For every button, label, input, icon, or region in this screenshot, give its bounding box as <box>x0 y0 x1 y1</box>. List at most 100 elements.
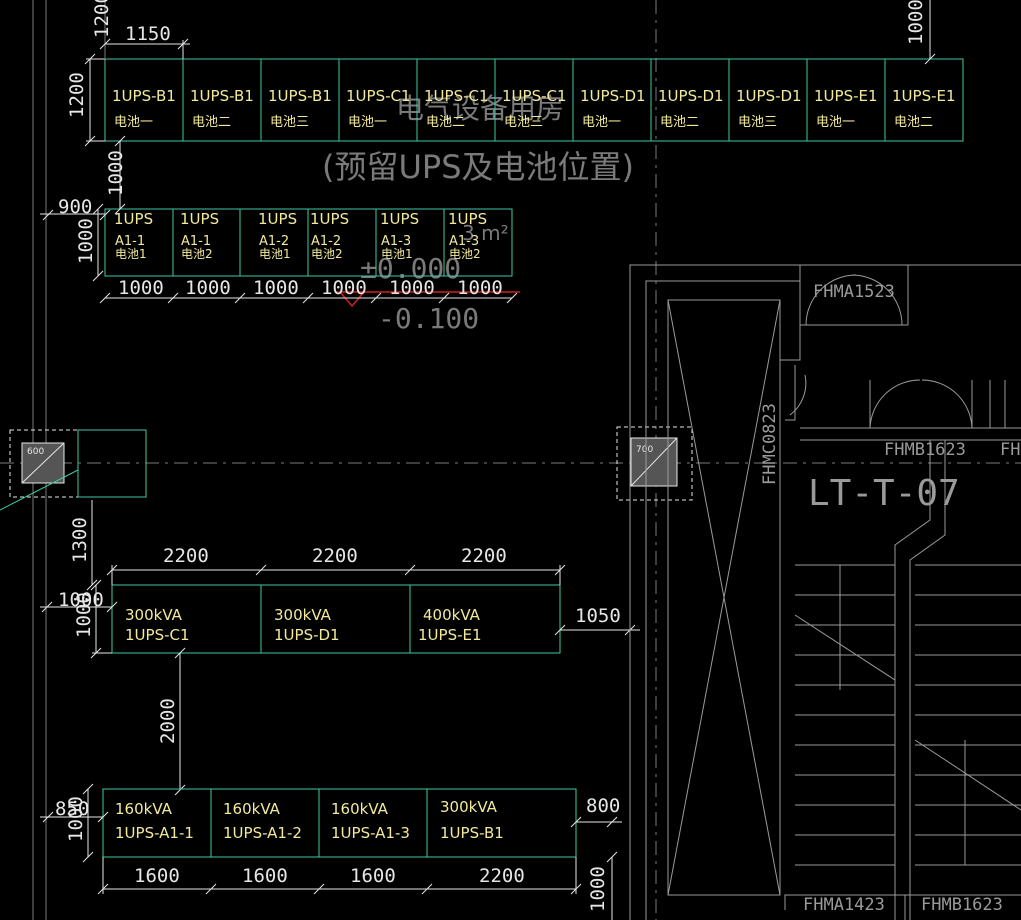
door-label-fhma1523: FHMA1523 <box>813 282 895 302</box>
dim-small-width: 1000 <box>253 277 299 299</box>
ups-row-bottom: 160kVA 1UPS-A1-1 160kVA 1UPS-A1-2 160kVA… <box>40 783 622 920</box>
dim-ups-gap-below: 2000 <box>157 698 179 744</box>
ups-model: 1UPS-A1-2 <box>223 824 302 842</box>
battery-cell-model: 1UPS-E1 <box>892 87 956 105</box>
ups-capacity: 160kVA <box>115 800 173 818</box>
small-cell-l2: A1-3 <box>449 234 479 249</box>
dim-small-height: 1000 <box>75 218 97 264</box>
small-cell-l1: 1UPS <box>180 210 219 228</box>
dim-small-left: 900 <box>58 196 92 218</box>
small-cell-l3: 电池2 <box>449 247 481 261</box>
room-label: 电气设备用房 (预留UPS及电池位置) 3 m² ±0.000 -0.100 <box>322 92 634 335</box>
dim-small-width: 1000 <box>457 277 503 299</box>
elevator-label: LT-T-07 <box>808 473 960 514</box>
ups-capacity: 300kVA <box>440 798 498 816</box>
dim-bottom-width: 2200 <box>479 865 525 887</box>
column-left: 600 <box>0 429 147 511</box>
battery-cell-model: 1UPS-D1 <box>658 87 724 105</box>
level-mark-triangle <box>339 291 365 308</box>
small-cell-l1: 1UPS <box>310 210 349 228</box>
battery-cell-model: 1UPS-B1 <box>190 87 254 105</box>
dim-top-right: 1000 <box>905 0 927 45</box>
ups-model: 1UPS-B1 <box>440 824 504 842</box>
dim-ups-right: 1050 <box>575 605 621 627</box>
battery-row-small: 1UPS A1-1 电池1 1UPS A1-1 电池2 1UPS A1-2 电池… <box>40 135 518 304</box>
dim-ups-gap-above: 1300 <box>69 517 91 563</box>
dim-ups-width: 2200 <box>461 545 507 567</box>
dim-small-width: 1000 <box>185 277 231 299</box>
ups-model: 1UPS-C1 <box>125 626 190 644</box>
door-label-fhma1423: FHMA1423 <box>803 895 885 915</box>
column-right-size: 700 <box>636 445 653 455</box>
ups-model: 1UPS-D1 <box>274 626 340 644</box>
small-cell-l2: A1-1 <box>181 234 211 249</box>
small-cell-l1: 1UPS <box>380 210 419 228</box>
small-cell-l1: 1UPS <box>114 210 153 228</box>
dim-bottom-width: 1600 <box>350 865 396 887</box>
ups-model: 1UPS-E1 <box>418 626 482 644</box>
dim-cell-width: 1150 <box>125 23 171 45</box>
battery-cell-model: 1UPS-C1 <box>502 87 567 105</box>
battery-cell-label: 电池二 <box>660 115 699 130</box>
column-left-size: 600 <box>27 447 44 457</box>
small-cell-l2: A1-1 <box>115 234 145 249</box>
ups-model: 1UPS-A1-3 <box>331 824 410 842</box>
dim-small-width: 1000 <box>118 277 164 299</box>
room-note: (预留UPS及电池位置) <box>322 148 634 186</box>
battery-cell-label: 电池二 <box>426 115 465 130</box>
small-cell-l2: A1-2 <box>311 234 341 249</box>
door-label-fh: FH <box>1000 440 1020 460</box>
battery-cell-model: 1UPS-B1 <box>112 87 176 105</box>
dim-ups-height: 1000 <box>73 592 95 638</box>
dim-bottom-left: 850 <box>55 798 89 820</box>
battery-cell-model: 1UPS-E1 <box>814 87 878 105</box>
small-cell-l3: 电池2 <box>181 247 213 261</box>
door-label-fhmc0823: FHMC0823 <box>760 403 780 485</box>
ups-row-mid: 300kVA 1UPS-C1 300kVA 1UPS-D1 400kVA 1UP… <box>40 500 640 796</box>
dim-bottom-width: 1600 <box>134 865 180 887</box>
small-cell-l3: 电池1 <box>115 247 147 261</box>
small-cell-l1: 1UPS <box>448 210 487 228</box>
battery-cell-model: 1UPS-D1 <box>736 87 802 105</box>
ups-capacity: 160kVA <box>331 800 389 818</box>
door-label-fhmb1623-bottom: FHMB1623 <box>921 895 1003 915</box>
dim-ups-width: 2200 <box>163 545 209 567</box>
battery-cell-model: 1UPS-C1 <box>424 87 489 105</box>
battery-cell-model: 1UPS-C1 <box>346 87 411 105</box>
small-cell-l2: A1-2 <box>259 234 289 249</box>
ups-capacity: 160kVA <box>223 800 281 818</box>
battery-cell-label: 电池一 <box>114 115 153 130</box>
dim-row-height: 1200 <box>66 72 88 118</box>
ups-capacity: 300kVA <box>125 606 183 624</box>
battery-cell-label: 电池一 <box>816 115 855 130</box>
battery-cell-label: 电池二 <box>894 115 933 130</box>
battery-cell-model: 1UPS-D1 <box>580 87 646 105</box>
dim-bottom-right: 800 <box>586 795 620 817</box>
dim-top-left: 1200 <box>91 0 113 38</box>
battery-cell-label: 电池三 <box>270 115 309 130</box>
dim-ups-left: 1000 <box>58 589 104 611</box>
room-area: 3 m² <box>462 221 509 245</box>
ups-capacity: 300kVA <box>274 606 332 624</box>
dim-small-width: 1000 <box>389 277 435 299</box>
battery-row-top: 1UPS-B1 电池一 1UPS-B1 电池二 1UPS-B1 电池三 1UPS… <box>66 0 964 147</box>
battery-cell-label: 电池三 <box>738 115 777 130</box>
dim-bottom-height: 1000 <box>65 796 87 842</box>
dim-small-width: 1000 <box>321 277 367 299</box>
battery-cell-label: 电池三 <box>504 115 543 130</box>
small-cell-l3: 电池2 <box>311 247 343 261</box>
small-cell-l3: 电池1 <box>259 247 291 261</box>
stair-labels: FHMA1523 FHMC0823 FHMB1623 FH LT-T-07 FH… <box>760 282 1020 915</box>
dim-bottom-below: 1000 <box>587 866 609 912</box>
small-cell-l1: 1UPS <box>258 210 297 228</box>
level-sub: -0.100 <box>378 302 479 335</box>
battery-cell-label: 电池二 <box>192 115 231 130</box>
stair-core <box>629 264 1021 920</box>
column-right: 700 <box>616 426 693 501</box>
small-cell-l3: 电池1 <box>381 247 413 261</box>
door-label-fhmb1623: FHMB1623 <box>884 440 966 460</box>
battery-cell-label: 电池一 <box>582 115 621 130</box>
dim-bottom-width: 1600 <box>242 865 288 887</box>
